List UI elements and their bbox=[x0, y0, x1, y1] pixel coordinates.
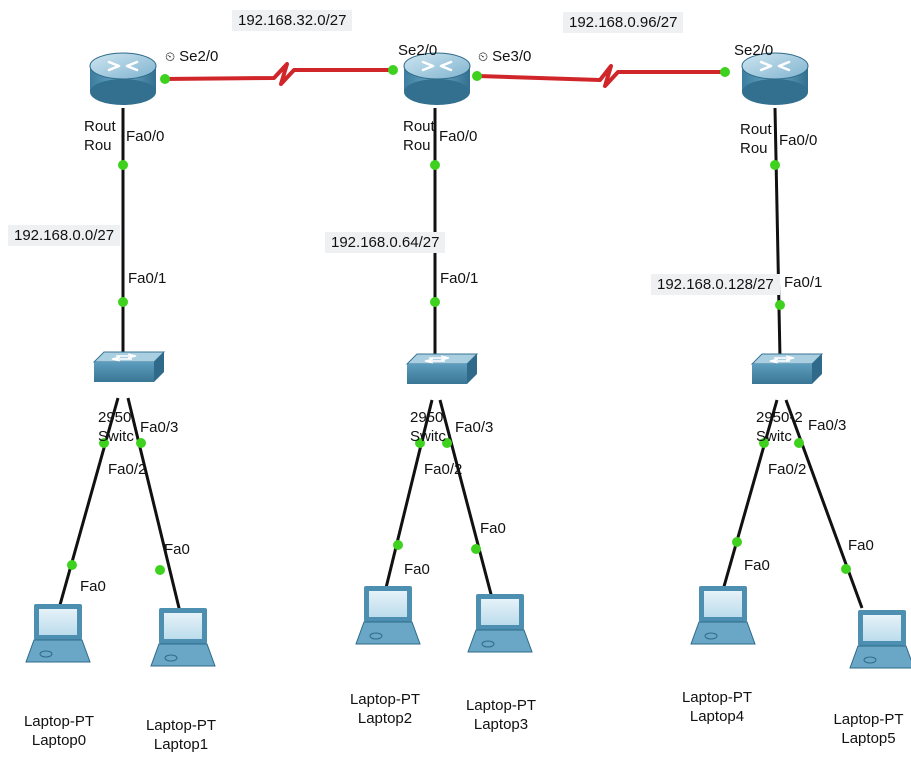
switch1-fa02-label: Fa0/2 bbox=[424, 461, 463, 478]
port-light bbox=[118, 160, 128, 170]
port-lights bbox=[67, 65, 851, 575]
port-light bbox=[732, 537, 742, 547]
port-light bbox=[99, 438, 109, 448]
router-icon[interactable] bbox=[741, 52, 809, 105]
port-light bbox=[393, 540, 403, 550]
port-light bbox=[415, 438, 425, 448]
serial-link-r0-r1 bbox=[162, 62, 392, 86]
laptop-icon[interactable] bbox=[849, 610, 911, 669]
ethernet-link-sw0-lap1 bbox=[126, 397, 182, 613]
laptop4-port-label: Fa0 bbox=[744, 557, 770, 574]
laptop1-port-label: Fa0 bbox=[164, 541, 190, 558]
laptop-icon[interactable] bbox=[690, 586, 756, 645]
network-label-lan0: 192.168.0.0/27 bbox=[8, 225, 121, 246]
port-light bbox=[775, 300, 785, 310]
router1-fa-port-label: Fa0/0 bbox=[439, 128, 478, 145]
switch1-fa03-label: Fa0/3 bbox=[455, 419, 494, 436]
port-light bbox=[770, 160, 780, 170]
router1-serial-left-label: Se2/0 bbox=[398, 42, 438, 59]
port-light bbox=[841, 564, 851, 574]
router-icon[interactable] bbox=[89, 52, 157, 105]
clock-icon: ⏲ bbox=[165, 49, 176, 64]
router0-fa-port-label: Fa0/0 bbox=[126, 128, 165, 145]
port-light bbox=[794, 438, 804, 448]
network-label-wan2: 192.168.0.96/27 bbox=[563, 12, 684, 33]
port-light bbox=[720, 67, 730, 77]
clock-icon: ⏲ bbox=[478, 49, 489, 64]
router2-fa-port-label: Fa0/0 bbox=[779, 132, 818, 149]
network-label-lan2: 192.168.0.128/27 bbox=[651, 274, 780, 295]
port-light bbox=[118, 297, 128, 307]
port-light bbox=[136, 438, 146, 448]
ethernet-link-r2-sw2 bbox=[773, 107, 782, 359]
switch2-uplink-port-label: Fa0/1 bbox=[784, 274, 823, 291]
port-light bbox=[155, 565, 165, 575]
port-light bbox=[759, 438, 769, 448]
laptop-icon[interactable] bbox=[25, 604, 91, 663]
switch-icon[interactable] bbox=[405, 353, 479, 384]
switch-icon[interactable] bbox=[92, 351, 166, 382]
laptop2-port-label: Fa0 bbox=[404, 561, 430, 578]
ethernet-link-sw0-lap0 bbox=[56, 397, 120, 613]
switch0-fa02-label: Fa0/2 bbox=[108, 461, 147, 478]
switch-icon[interactable] bbox=[750, 353, 824, 384]
router2-serial-port-label: Se2/0 bbox=[734, 42, 774, 59]
switch2-fa02-label: Fa0/2 bbox=[768, 461, 807, 478]
port-light bbox=[388, 65, 398, 75]
port-light bbox=[430, 160, 440, 170]
port-light bbox=[472, 71, 482, 81]
port-light bbox=[160, 74, 170, 84]
switch2-fa03-label: Fa0/3 bbox=[808, 417, 847, 434]
switch0-fa03-label: Fa0/3 bbox=[140, 419, 179, 436]
laptop5-port-label: Fa0 bbox=[848, 537, 874, 554]
ethernet-link-sw2-lap4 bbox=[721, 399, 779, 591]
ethernet-link-sw1-lap3 bbox=[438, 399, 494, 599]
laptop-icon[interactable] bbox=[150, 608, 216, 667]
port-light bbox=[471, 544, 481, 554]
laptop-icon[interactable] bbox=[467, 594, 533, 653]
switch1-uplink-port-label: Fa0/1 bbox=[440, 270, 479, 287]
ethernet-link-sw1-lap2 bbox=[383, 399, 434, 593]
laptop3-port-label: Fa0 bbox=[480, 520, 506, 537]
port-light bbox=[442, 438, 452, 448]
port-light bbox=[430, 297, 440, 307]
serial-link-r1-r2 bbox=[477, 64, 726, 88]
laptop-icon[interactable] bbox=[355, 586, 421, 645]
ethernet-link-sw2-lap5 bbox=[784, 399, 864, 609]
router1-serial-right-label: ⏲Se3/0 bbox=[478, 48, 532, 65]
router-icon[interactable] bbox=[403, 52, 471, 105]
port-light bbox=[67, 560, 77, 570]
network-label-wan1: 192.168.32.0/27 bbox=[232, 10, 353, 31]
network-label-lan1: 192.168.0.64/27 bbox=[325, 232, 446, 253]
router0-serial-port-label: ⏲Se2/0 bbox=[165, 48, 219, 65]
laptop0-port-label: Fa0 bbox=[80, 578, 106, 595]
switch0-uplink-port-label: Fa0/1 bbox=[128, 270, 167, 287]
